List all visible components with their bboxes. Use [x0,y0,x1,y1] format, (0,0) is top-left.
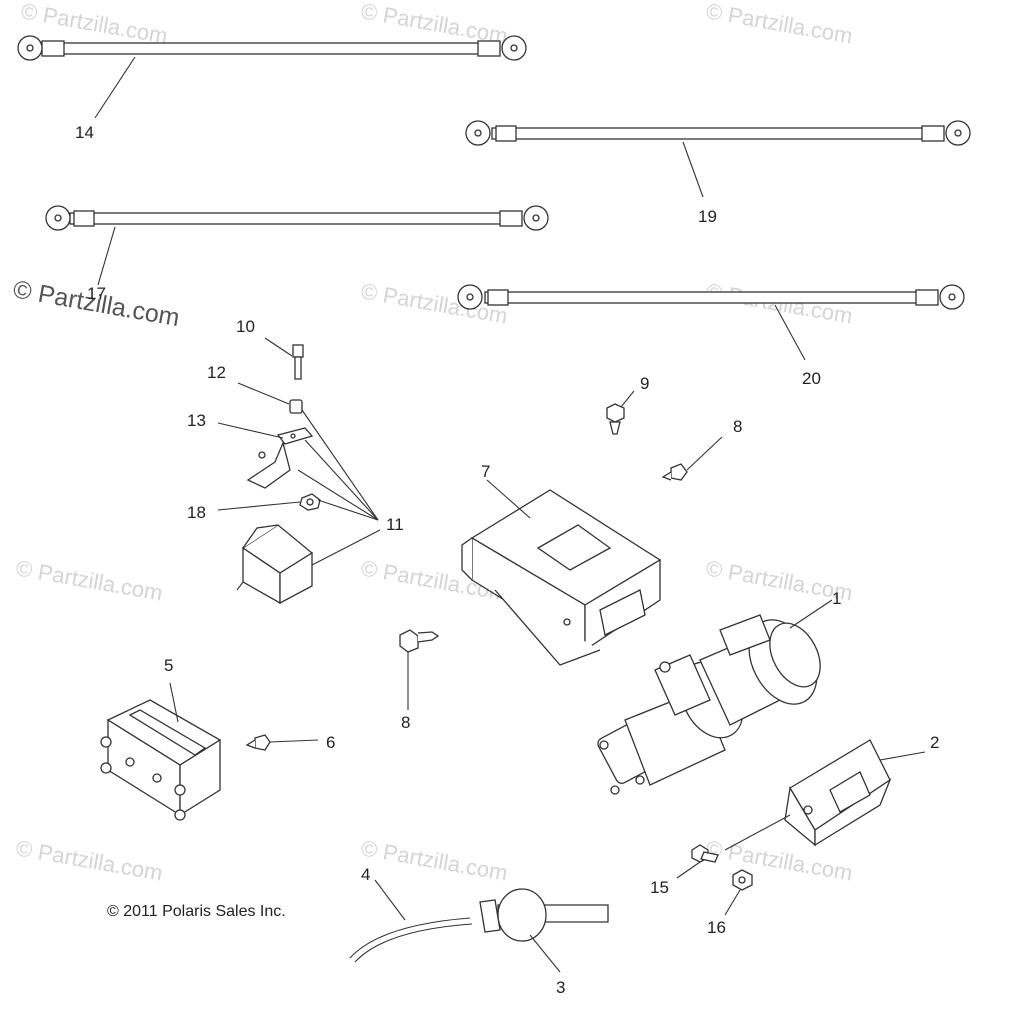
screw-9 [606,390,635,435]
callout-14: 14 [75,123,94,142]
callout-13: 13 [187,411,206,430]
callout-1: 1 [832,589,841,608]
callout-3: 3 [556,978,565,997]
spacer-12 [237,382,303,414]
copyright-notice: © 2011 Polaris Sales Inc. [107,903,286,920]
watermark: © Partzilla.com [14,835,164,885]
callout-7: 7 [481,462,490,481]
callout-6: 6 [326,733,335,752]
callout-11: 11 [386,515,404,534]
watermark: © Partzilla.com [704,835,854,885]
kit-box-11 [236,409,381,605]
callout-8: 8 [401,713,410,732]
callout-9: 9 [640,374,649,393]
screw-6 [245,734,319,751]
callout-20: 20 [802,369,821,388]
callout-15: 15 [650,878,669,897]
callout-10: 10 [236,317,255,336]
winch-assembly-1 [597,599,833,795]
callout-16: 16 [707,918,726,937]
fairlead-2 [724,739,926,851]
watermark: © Partzilla.com [704,0,854,49]
callout-4: 4 [361,865,370,884]
callouts: 14 19 17 20 10 12 13 18 11 9 8 7 1 8 5 6… [75,123,939,997]
bolt-15 [676,844,719,879]
screw-8-upper [661,436,723,481]
harness-4 [349,879,609,973]
cable-20 [457,284,965,361]
bracket-13 [217,422,314,489]
bolt-10 [264,337,304,380]
cable-19 [465,120,971,198]
watermark: © Partzilla.com [359,835,509,885]
contactor-5 [100,682,222,821]
winch-mount-plate-7 [461,479,662,666]
screw-8-lower [399,629,440,710]
callout-18: 18 [187,503,206,522]
callout-17: 17 [87,284,106,303]
callout-19: 19 [698,207,717,226]
callout-8: 8 [733,417,742,436]
callout-5: 5 [164,656,173,675]
nut-16 [724,869,753,916]
cable-14 [17,35,527,119]
watermark: © Partzilla.com [14,555,164,605]
nut-18 [217,493,321,511]
callout-2: 2 [930,733,939,752]
cable-17 [45,205,549,286]
callout-12: 12 [207,363,226,382]
